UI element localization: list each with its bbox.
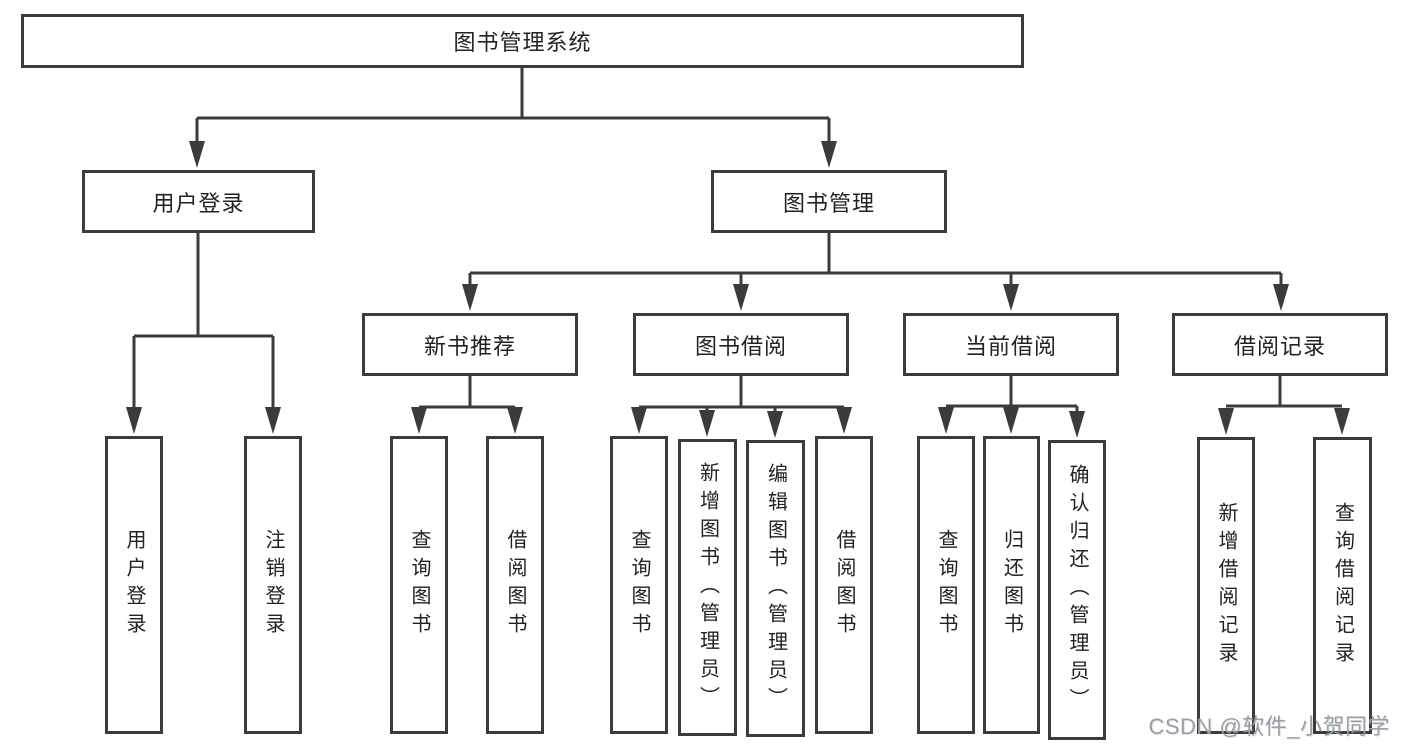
leaf-borrow-edit-book-admin: 编辑图书（管理员）	[746, 440, 805, 737]
leaf-current-query-book: 查询图书	[917, 436, 975, 734]
leaf-recommend-borrow-book: 借阅图书	[486, 436, 544, 734]
node-new-book-recommend: 新书推荐	[362, 313, 578, 376]
csdn-watermark: CSDN @软件_小贺同学	[1148, 714, 1390, 739]
node-user-login: 用户登录	[82, 170, 315, 233]
leaf-borrow-add-book-admin: 新增图书（管理员）	[678, 439, 737, 736]
node-book-management: 图书管理	[711, 170, 947, 233]
leaf-borrow-query-book: 查询图书	[610, 436, 668, 734]
arrowheads	[126, 141, 1350, 438]
leaf-logout-login: 注销登录	[244, 436, 302, 734]
leaf-borrow-borrow-book: 借阅图书	[815, 436, 873, 734]
leaf-recommend-query-book: 查询图书	[390, 436, 448, 734]
node-library-management-system: 图书管理系统	[21, 14, 1024, 68]
node-book-borrow: 图书借阅	[633, 313, 849, 376]
leaf-current-confirm-return-admin: 确认归还（管理员）	[1048, 440, 1106, 740]
leaf-records-add-record: 新增借阅记录	[1197, 437, 1255, 734]
leaf-user-login: 用户登录	[105, 436, 163, 734]
leaf-current-return-book: 归还图书	[983, 436, 1040, 734]
leaf-records-query-record: 查询借阅记录	[1313, 437, 1372, 734]
node-current-borrow: 当前借阅	[903, 313, 1119, 376]
node-borrow-records: 借阅记录	[1172, 313, 1388, 376]
